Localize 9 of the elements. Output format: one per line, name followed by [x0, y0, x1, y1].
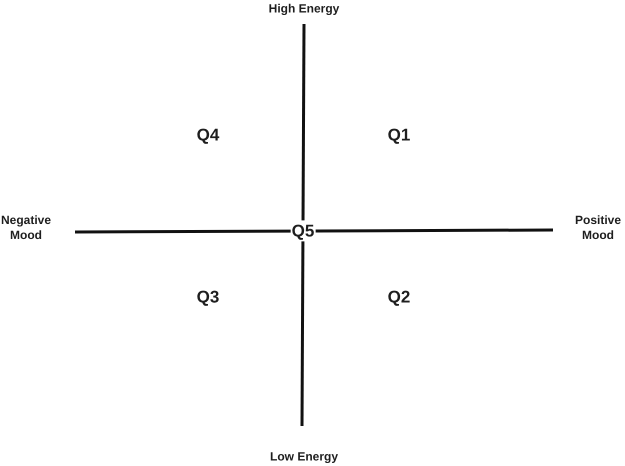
quadrant-label: Q3 — [196, 286, 220, 308]
axis-label: Positive Mood — [574, 213, 622, 243]
axis-label: High Energy — [268, 2, 340, 16]
quadrant-label: Q2 — [386, 286, 412, 308]
quadrant-label: Q4 — [196, 124, 220, 146]
quadrant-label: Q5 — [290, 220, 316, 242]
axis-label: Low Energy — [268, 450, 339, 464]
axis-label: Negative Mood — [0, 213, 52, 243]
quadrant-label: Q1 — [386, 124, 412, 146]
